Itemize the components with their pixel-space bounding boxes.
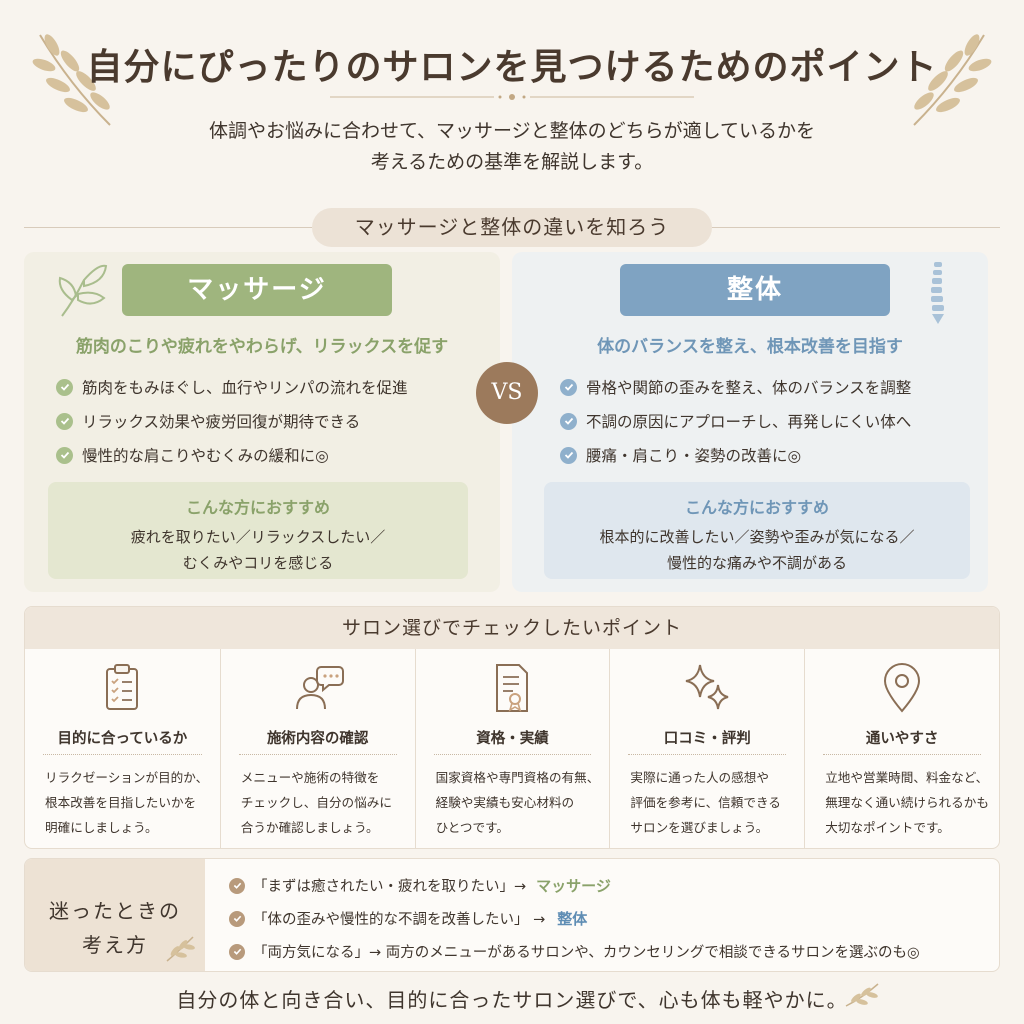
- massage-title: マッサージ: [122, 264, 392, 316]
- title-divider: [330, 94, 694, 100]
- checkpoint-item: 目的に合っているか リラクゼーションが目的か、 根本改善を目指したいかを 明確に…: [25, 649, 220, 848]
- check-icon: [56, 412, 73, 430]
- spine-icon: [931, 262, 944, 324]
- location-pin-icon: [884, 663, 921, 713]
- hint-list: 「まずは癒されたい・疲れを取りたい」→ マッサージ 「体の歪みや慢性的な不調を改…: [229, 869, 920, 968]
- hint-section: 迷ったときの 考え方 「まずは癒されたい・疲れを取りたい」→ マッサージ 「体の…: [24, 858, 1000, 972]
- page-title: 自分にぴったりのサロンを見つけるためのポイント: [86, 46, 938, 88]
- section-rule-right: [712, 227, 1000, 228]
- answer-massage: マッサージ: [536, 877, 611, 895]
- seitai-recommend-title: こんな方におすすめ: [684, 498, 829, 517]
- list-item: 「体の歪みや慢性的な不調を改善したい」 → 整体: [229, 902, 920, 935]
- sprig-icon: [166, 936, 195, 962]
- massage-recommend-body: 疲れを取りたい／リラックスしたい／ むくみやコリを感じる: [130, 528, 386, 572]
- sprig-icon: [845, 983, 879, 1007]
- consultation-icon: [295, 666, 344, 710]
- list-item: 不調の原因にアプローチし、再発しにくい体へ: [560, 404, 911, 438]
- check-icon: [229, 877, 245, 894]
- section-label: マッサージと整体の違いを知ろう: [312, 208, 712, 247]
- seitai-points: 骨格や関節の歪みを整え、体のバランスを調整 不調の原因にアプローチし、再発しにく…: [560, 370, 911, 472]
- massage-recommend-title: こんな方におすすめ: [185, 498, 330, 517]
- laurel-right-icon: [913, 34, 992, 126]
- checkpoint-item: 資格・実績 国家資格や専門資格の有無、 経験や実績も安心材料の ひとつです。: [414, 649, 610, 848]
- list-item: 「両方気になる」→ 両方のメニューがあるサロンや、カウンセリングで相談できるサロ…: [229, 935, 920, 968]
- list-item: 骨格や関節の歪みを整え、体のバランスを調整: [560, 370, 911, 404]
- massage-recommend-box: こんな方におすすめ 疲れを取りたい／リラックスしたい／ むくみやコリを感じる: [48, 482, 468, 579]
- seitai-panel: 整体 体のバランスを整え、根本改善を目指す 骨格や関節の歪みを整え、体のバランス…: [512, 252, 988, 592]
- check-icon: [56, 378, 73, 396]
- checkpoints-title: サロン選びでチェックしたいポイント: [25, 607, 999, 649]
- seitai-tagline: 体のバランスを整え、根本改善を目指す: [597, 337, 903, 357]
- check-icon: [229, 943, 245, 960]
- sparkle-icon: [686, 664, 729, 710]
- check-icon: [560, 412, 577, 430]
- check-icon: [229, 910, 245, 927]
- list-item: 「まずは癒されたい・疲れを取りたい」→ マッサージ: [229, 869, 920, 902]
- section-rule-left: [24, 227, 312, 228]
- checkpoint-item: 施術内容の確認 メニューや施術の特徴を チェックし、自分の悩みに 合うか確認しま…: [219, 649, 415, 848]
- list-item: 腰痛・肩こり・姿勢の改善に◎: [560, 438, 911, 472]
- page-subtitle: 体調やお悩みに合わせて、マッサージと整体のどちらが適しているかを 考えるための基…: [208, 120, 816, 173]
- leaf-icon: [58, 264, 108, 317]
- massage-points: 筋肉をもみほぐし、血行やリンパの流れを促進 リラックス効果や疲労回復が期待できる…: [56, 370, 408, 472]
- laurel-left-icon: [32, 34, 111, 126]
- check-icon: [560, 378, 577, 396]
- clipboard-icon: [106, 664, 139, 710]
- checkpoints-section: サロン選びでチェックしたいポイント 目的に合っているか リラクゼーションが目的か…: [24, 606, 1000, 849]
- vs-badge: VS: [476, 362, 538, 424]
- massage-tagline: 筋肉のこりや疲れをやわらげ、リラックスを促す: [75, 337, 449, 357]
- seitai-recommend-body: 根本的に改善したい／姿勢や歪みが気になる／ 慢性的な痛みや不調がある: [599, 528, 915, 572]
- list-item: 筋肉をもみほぐし、血行やリンパの流れを促進: [56, 370, 408, 404]
- check-icon: [560, 446, 577, 464]
- answer-seitai: 整体: [557, 910, 588, 928]
- certificate-icon: [496, 664, 529, 712]
- checkpoint-item: 口コミ・評判 実際に通った人の感想や 評価を参考に、信頼できる サロンを選びまし…: [609, 649, 804, 848]
- checkpoint-item: 通いやすさ 立地や営業時間、料金など、 無理なく通い続けられるかも 大切なポイン…: [804, 649, 999, 848]
- footer-message: 自分の体と向き合い、目的に合ったサロン選びで、心も体も軽やかに。: [176, 988, 848, 1012]
- list-item: リラックス効果や疲労回復が期待できる: [56, 404, 408, 438]
- list-item: 慢性的な肩こりやむくみの緩和に◎: [56, 438, 408, 472]
- seitai-recommend-box: こんな方におすすめ 根本的に改善したい／姿勢や歪みが気になる／ 慢性的な痛みや不…: [544, 482, 970, 579]
- seitai-title: 整体: [620, 264, 890, 316]
- massage-panel: マッサージ 筋肉のこりや疲れをやわらげ、リラックスを促す 筋肉をもみほぐし、血行…: [24, 252, 500, 592]
- hint-label: 迷ったときの 考え方: [25, 859, 205, 971]
- check-icon: [56, 446, 73, 464]
